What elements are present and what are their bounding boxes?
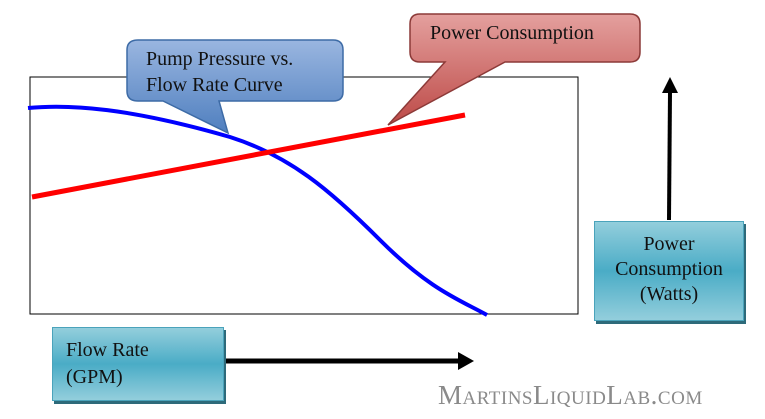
x-label-line: Flow Rate [66, 339, 149, 361]
y-label-line: (Watts) [639, 283, 699, 305]
callout-line: Pump Pressure vs. [146, 48, 294, 70]
y-arrow-head [662, 77, 678, 93]
y-label-line: Power [643, 233, 695, 255]
callout-line: Flow Rate Curve [146, 74, 283, 96]
x-label-line: (GPM) [66, 366, 123, 388]
power-consumption-line [31, 112, 466, 200]
y-axis-label-box: Power Consumption (Watts) [594, 221, 744, 321]
power-callout-text: Power Consumption [430, 22, 594, 44]
y-label-line: Consumption [615, 258, 723, 280]
plot-area [29, 76, 579, 315]
power-callout [387, 13, 641, 126]
x-arrow-head [458, 352, 474, 370]
pump-pressure-curve [27, 104, 488, 317]
pump-curve-callout [126, 39, 344, 135]
pump-curve-callout-text: Pump Pressure vs. Flow Rate Curve [146, 46, 293, 98]
watermark: MartinsLiquidLab.com [438, 380, 703, 410]
x-axis-label-box: Flow Rate (GPM) [52, 327, 224, 401]
y-axis-arrow [667, 91, 672, 221]
